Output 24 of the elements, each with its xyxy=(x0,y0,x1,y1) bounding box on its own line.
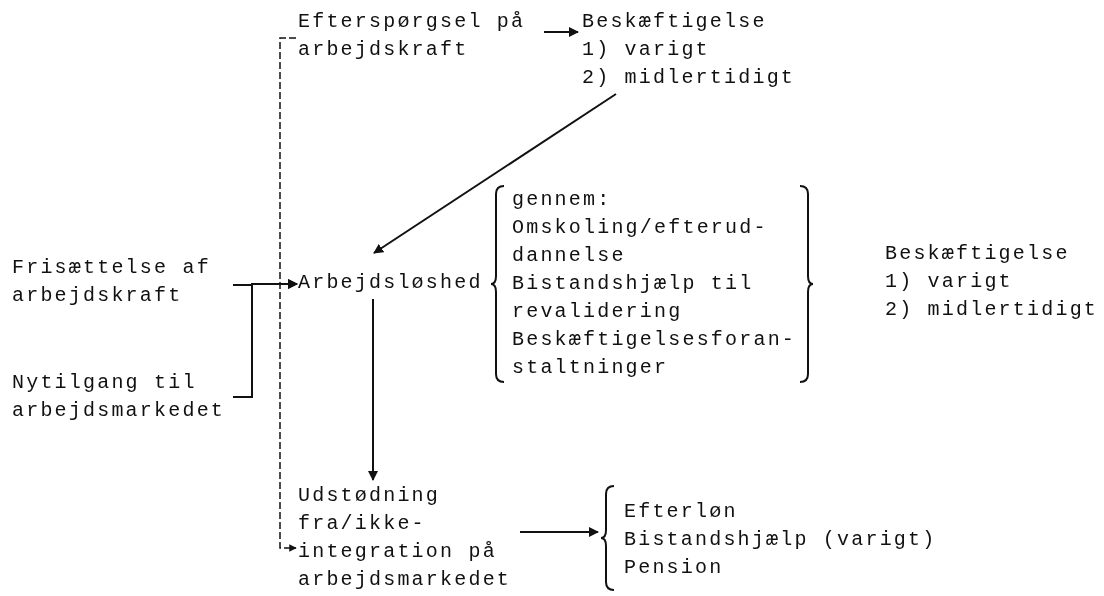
node-text: Beskæftigelse xyxy=(885,241,1071,267)
node-text: Frisættelse af arbejdskraft xyxy=(12,255,212,309)
node-text: Bistandshjælp til revalidering xyxy=(512,271,755,325)
node-text: 1) varigt xyxy=(885,269,1014,295)
arrow xyxy=(543,27,579,37)
node-text: Efterløn xyxy=(624,499,739,525)
node-text: Nytilgang til arbejdsmarkedet xyxy=(12,370,227,424)
node-text: Bistandshjælp (varigt) xyxy=(624,527,938,553)
arrow xyxy=(279,37,297,552)
arrow xyxy=(368,298,378,481)
node-text: 2) midlertidigt xyxy=(582,65,797,91)
node-text: Omskoling/efterud- dannelse xyxy=(512,215,769,269)
arrow xyxy=(519,527,599,537)
node-text: 1) varigt xyxy=(582,37,711,63)
node-text: Beskæftigelse xyxy=(582,9,768,35)
node-text: Pension xyxy=(624,555,725,581)
node-text: Arbejdsløshed xyxy=(298,270,484,296)
arrow xyxy=(373,93,617,254)
node-text: Beskæftigelsesforan- staltninger xyxy=(512,327,798,381)
arrow xyxy=(232,279,298,398)
node-text: 2) midlertidigt xyxy=(885,297,1100,323)
node-text: Udstødning fra/ikke- integration på arbejdsmarkedet xyxy=(298,483,513,593)
node-text: gennem: xyxy=(512,187,613,213)
node-text: Efterspørgsel på arbejdskraft xyxy=(298,9,527,63)
